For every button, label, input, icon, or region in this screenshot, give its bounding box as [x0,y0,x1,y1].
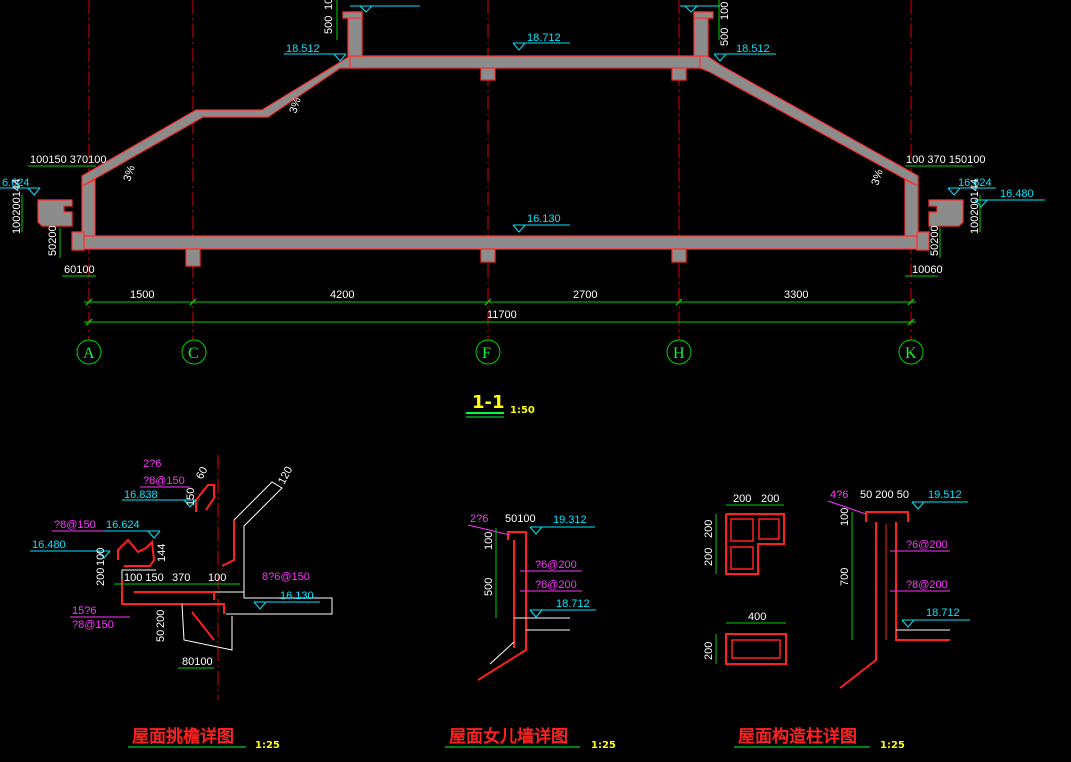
eave-rebar4: 15?6 [72,605,96,617]
col-rebar3: ?8@200 [906,579,948,591]
parapet-d1: 100 [483,532,495,550]
eave-d8: 370 [172,572,190,584]
dim-left-low: 50200 [47,225,59,256]
detail-column: 200 200 200 200 400 200 4?6 50 200 50 19… [703,489,970,751]
axis-label-f: F [482,345,491,362]
eave-elev2: 16.624 [106,519,140,531]
col-rebar2: ?6@200 [906,539,948,551]
slope-label: 3% [121,164,137,183]
parapet-rebar2: ?6@200 [535,559,577,571]
column-detail-title: 屋面构造柱详图 [738,726,857,747]
eave-rebar3: ?8@150 [54,519,96,531]
eave-d1: 60 [194,465,210,481]
dim-left-top2: 100 [323,0,335,10]
dim-right-low: 50200 [929,225,941,256]
parapet-detail-title: 屋面女儿墙详图 [449,726,568,747]
roof-section-profile [37,11,964,267]
dim-right-side: 100200144 [969,179,981,234]
col-sec1-w1: 200 [733,493,751,505]
col-d2: 700 [839,568,851,586]
eave-elev1: 16.838 [124,489,158,501]
dim-left-bottom: 60100 [64,264,95,276]
slope-label: 3% [287,96,303,115]
parapet-elev1: 19.312 [553,514,587,526]
col-sec1-h1: 200 [703,520,715,538]
eave-d9: 100 [208,572,226,584]
dim-right-top: 100 [719,2,731,20]
col-sec2-h: 200 [703,642,715,660]
parapet-detail-scale: 1:25 [591,740,616,751]
elev-floor: 16.130 [527,213,561,225]
col-rebar1: 4?6 [830,489,848,501]
eave-d4: 100 [95,548,107,566]
elev-left-eave: 6.624 [2,177,30,189]
eave-d2: 150 [185,488,197,506]
section-title-text: 1-1 [472,392,505,413]
eave-rebar2: ?8@150 [143,475,185,487]
span-total: 11700 [487,309,517,321]
slope-label: 3% [869,168,885,187]
span-c-f: 4200 [330,289,354,301]
parapet-elev2: 18.712 [556,598,590,610]
elev-ridge: 18.712 [527,32,561,44]
axis-label-c: C [188,345,199,362]
col-sec1-w2: 200 [761,493,779,505]
col-elev2: 18.712 [926,607,960,619]
axis-label-k: K [905,345,917,362]
col-sec2-w: 400 [748,611,766,623]
parapet-d2: 500 [483,578,495,596]
elev-right-eave2: 16.480 [1000,188,1034,200]
col-top: 50 200 50 [860,489,909,501]
parapet-top: 50100 [505,513,536,525]
axis-label-a: A [83,345,95,362]
eave-d7: 100 150 [124,572,164,584]
column-detail-scale: 1:25 [880,740,905,751]
col-elev1: 19.512 [928,489,962,501]
eave-d5: 144 [156,544,168,562]
elev-left-step: 18.512 [286,43,320,55]
dim-right-top2: 500 [719,28,731,46]
small-dimensions: 500 100 100 500 100150 370100 100 370 15… [11,0,986,277]
axis-label-h: H [673,345,685,362]
eave-detail-title: 屋面挑檐详图 [132,726,234,747]
section-scale: 1:50 [510,405,535,416]
eave-d10: 50 [155,630,167,642]
eave-detail-scale: 1:25 [255,740,280,751]
dim-right-bottom: 10060 [912,264,943,276]
eave-d11: 200 [155,610,167,628]
section-1-1: 18.712 18.512 18.512 16.130 6.624 16.624… [0,0,1045,418]
eave-rebar5: ?8@150 [72,619,114,631]
parapet-rebar3: ?8@200 [535,579,577,591]
eave-d12: 80100 [182,656,213,668]
span-f-h: 2700 [573,289,597,301]
col-sec1-h2: 200 [703,548,715,566]
elev-right-eave: 16.624 [958,177,992,189]
section-title: 1-1 1:50 [466,392,535,418]
eave-d6: 200 [95,568,107,586]
elevation-markers: 18.712 18.512 18.512 16.130 6.624 16.624… [0,5,1045,233]
eave-elev4: 16.130 [280,590,314,602]
parapet-rebar1: 2?6 [470,513,488,525]
dim-left-side: 100200144 [11,179,23,234]
detail-parapet: 2?6 50100 19.312 ?6@200 ?8@200 18.712 10… [445,513,616,751]
eave-elev3: 16.480 [32,539,66,551]
eave-d3: 120 [276,465,295,487]
detail-eave: 2?6 ?8@150 ?8@150 15?6 ?8@150 16.838 16.… [30,455,333,751]
span-a-c: 1500 [130,289,154,301]
axis-bubbles: A C F H K [76,339,924,365]
col-d1: 100 [839,508,851,526]
dim-right-eave-top: 100 370 150100 [906,154,986,166]
span-dimensions: 1500 4200 2700 3300 11700 [84,289,916,326]
elev-right-step: 18.512 [736,43,770,55]
eave-rebar1: 2?6 [143,458,161,470]
eave-note: 8?6@150 [262,571,310,583]
slope-labels: 3% 3% 3% [121,96,885,187]
dim-left-top: 500 [323,16,335,34]
dim-left-eave-top: 100150 370100 [30,154,106,166]
span-h-k: 3300 [784,289,808,301]
